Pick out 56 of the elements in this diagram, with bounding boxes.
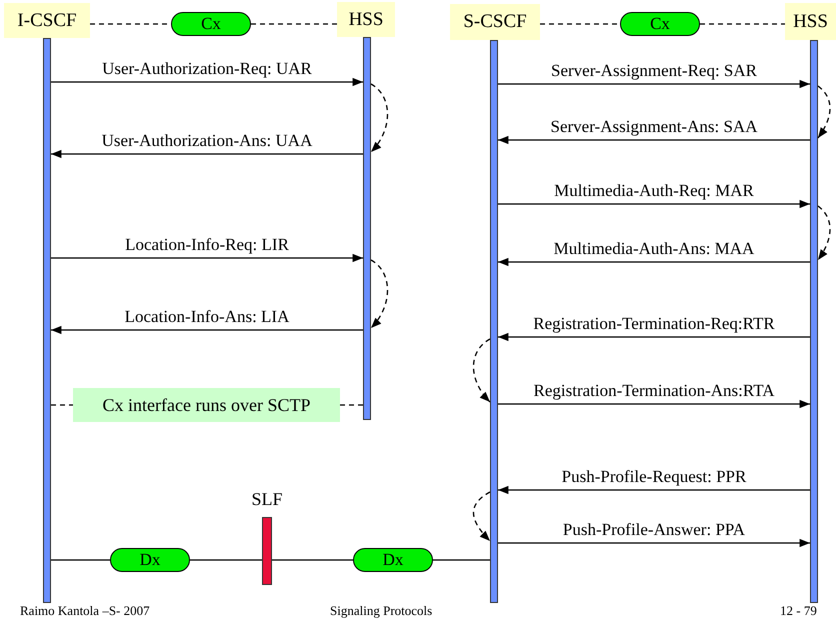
dashed-line xyxy=(340,404,363,406)
arrow xyxy=(498,538,810,548)
node-label: SLF xyxy=(250,488,284,510)
arrow xyxy=(498,258,810,266)
lifeline-bar xyxy=(43,38,51,603)
arrow xyxy=(498,80,810,88)
edge-label: Registration-Termination-Ans:RTA xyxy=(534,381,774,401)
edge-label: Registration-Termination-Req:RTR xyxy=(533,314,775,334)
entity-label: HSS xyxy=(785,3,836,40)
dashed-line xyxy=(540,23,620,25)
arrow xyxy=(498,400,810,408)
connector-line xyxy=(190,559,262,561)
edge-label: Multimedia-Auth-Ans: MAA xyxy=(554,239,754,259)
arrow xyxy=(498,136,810,144)
curved-arrow xyxy=(817,206,831,260)
edge-label: Server-Assignment-Ans: SAA xyxy=(550,117,758,137)
lifeline-bar xyxy=(810,40,818,603)
lifeline-bar xyxy=(490,40,498,603)
arrow xyxy=(51,326,363,334)
footer-text: Signaling Protocols xyxy=(330,603,432,619)
entity-label: HSS xyxy=(337,2,395,37)
arrow xyxy=(51,254,363,262)
edge-label: Location-Info-Ans: LIA xyxy=(124,307,290,327)
arrow xyxy=(498,200,810,208)
edge-label: Server-Assignment-Req: SAR xyxy=(551,61,757,81)
dashed-line xyxy=(700,23,785,25)
footer-text: 12 - 79 xyxy=(780,603,817,619)
curved-arrow xyxy=(370,259,388,328)
arrow xyxy=(51,150,363,158)
dashed-line xyxy=(51,404,73,406)
edge-label: Multimedia-Auth-Req: MAR xyxy=(554,181,754,201)
edge-label: User-Authorization-Req: UAR xyxy=(102,59,312,79)
curved-arrow xyxy=(370,83,388,152)
arrow xyxy=(498,332,810,342)
curved-arrow xyxy=(472,338,490,402)
edge-label: Push-Profile-Request: PPR xyxy=(562,467,746,487)
arrow xyxy=(51,78,363,86)
curved-arrow xyxy=(472,491,490,542)
edge-label: User-Authorization-Ans: UAA xyxy=(102,131,312,151)
lifeline-bar xyxy=(363,37,371,420)
connector-line xyxy=(433,559,490,561)
edge-label: Push-Profile-Answer: PPA xyxy=(562,520,746,540)
entity-label: I-CSCF xyxy=(4,3,90,38)
interface-pill: Dx xyxy=(110,548,190,572)
interface-pill: Cx xyxy=(171,12,251,36)
connector-line xyxy=(272,559,353,561)
entity-label: S-CSCF xyxy=(450,4,540,40)
connector-line xyxy=(51,559,110,561)
footer-text: Raimo Kantola –S- 2007 xyxy=(20,603,150,619)
interface-pill: Dx xyxy=(353,548,433,572)
note-box: Cx interface runs over SCTP xyxy=(73,388,340,422)
dashed-line xyxy=(251,23,337,25)
arrow xyxy=(498,486,810,494)
edge-label: Location-Info-Req: LIR xyxy=(125,235,289,255)
interface-pill: Cx xyxy=(620,12,700,36)
curved-arrow xyxy=(817,86,831,138)
